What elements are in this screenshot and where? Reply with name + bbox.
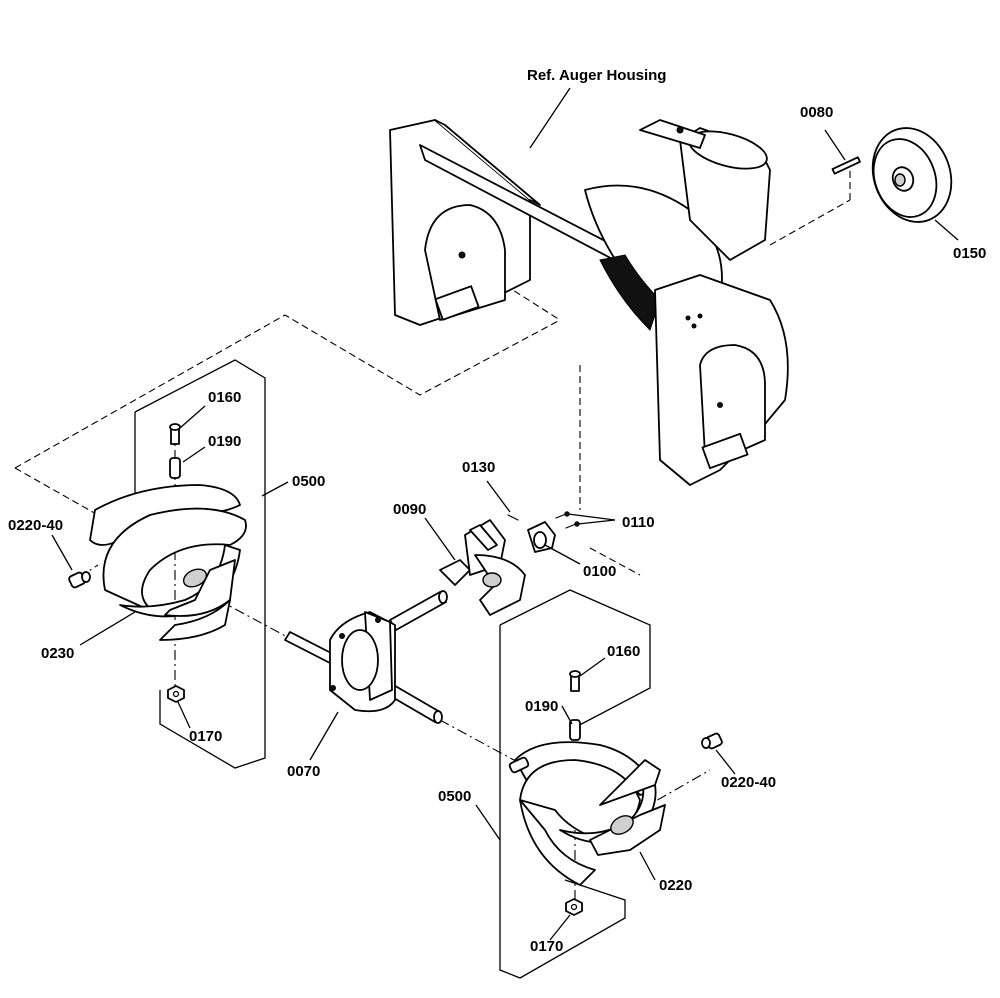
pulley [871, 127, 953, 223]
label-0160-right: 0160 [607, 643, 640, 660]
label-0070: 0070 [287, 763, 320, 780]
label-0500-left: 0500 [292, 473, 325, 490]
label-0160-left: 0160 [208, 389, 241, 406]
right-grease-fitting [701, 732, 723, 750]
label-0100: 0100 [583, 563, 616, 580]
label-0220-40-right: 0220-40 [721, 774, 776, 791]
label-0190-left: 0190 [208, 433, 241, 450]
left-auger [89, 484, 247, 641]
left-grease-fitting [68, 571, 91, 589]
label-0090: 0090 [393, 501, 426, 518]
label-0080: 0080 [800, 104, 833, 121]
right-shear-bolt [569, 670, 581, 692]
right-auger-frame [499, 589, 651, 979]
label-0150: 0150 [953, 245, 986, 262]
label-0130: 0130 [462, 459, 495, 476]
label-0170-right: 0170 [530, 938, 563, 955]
roll-pin [507, 514, 519, 521]
left-nut [167, 685, 185, 703]
right-spacer [569, 719, 581, 741]
label-0500-right: 0500 [438, 788, 471, 805]
left-spacer [169, 457, 181, 479]
right-auger [508, 741, 666, 886]
label-0110: 0110 [622, 514, 655, 531]
label-ref-auger-housing: Ref. Auger Housing [527, 67, 666, 84]
auger-housing [389, 119, 789, 486]
right-nut [565, 898, 583, 916]
label-0230: 0230 [41, 645, 74, 662]
key [831, 156, 861, 175]
bearing-flange [527, 521, 556, 553]
label-0170-left: 0170 [189, 728, 222, 745]
impeller [439, 519, 526, 616]
label-0220: 0220 [659, 877, 692, 894]
flange-bolts [555, 511, 580, 529]
left-shear-bolt [169, 423, 181, 445]
label-0190-right: 0190 [525, 698, 558, 715]
leader-lines [51, 87, 959, 941]
label-0220-40-left: 0220-40 [8, 517, 63, 534]
gearbox [329, 611, 396, 713]
callout-labels: Ref. Auger Housing 0080 0150 0160 0190 0… [8, 67, 986, 955]
